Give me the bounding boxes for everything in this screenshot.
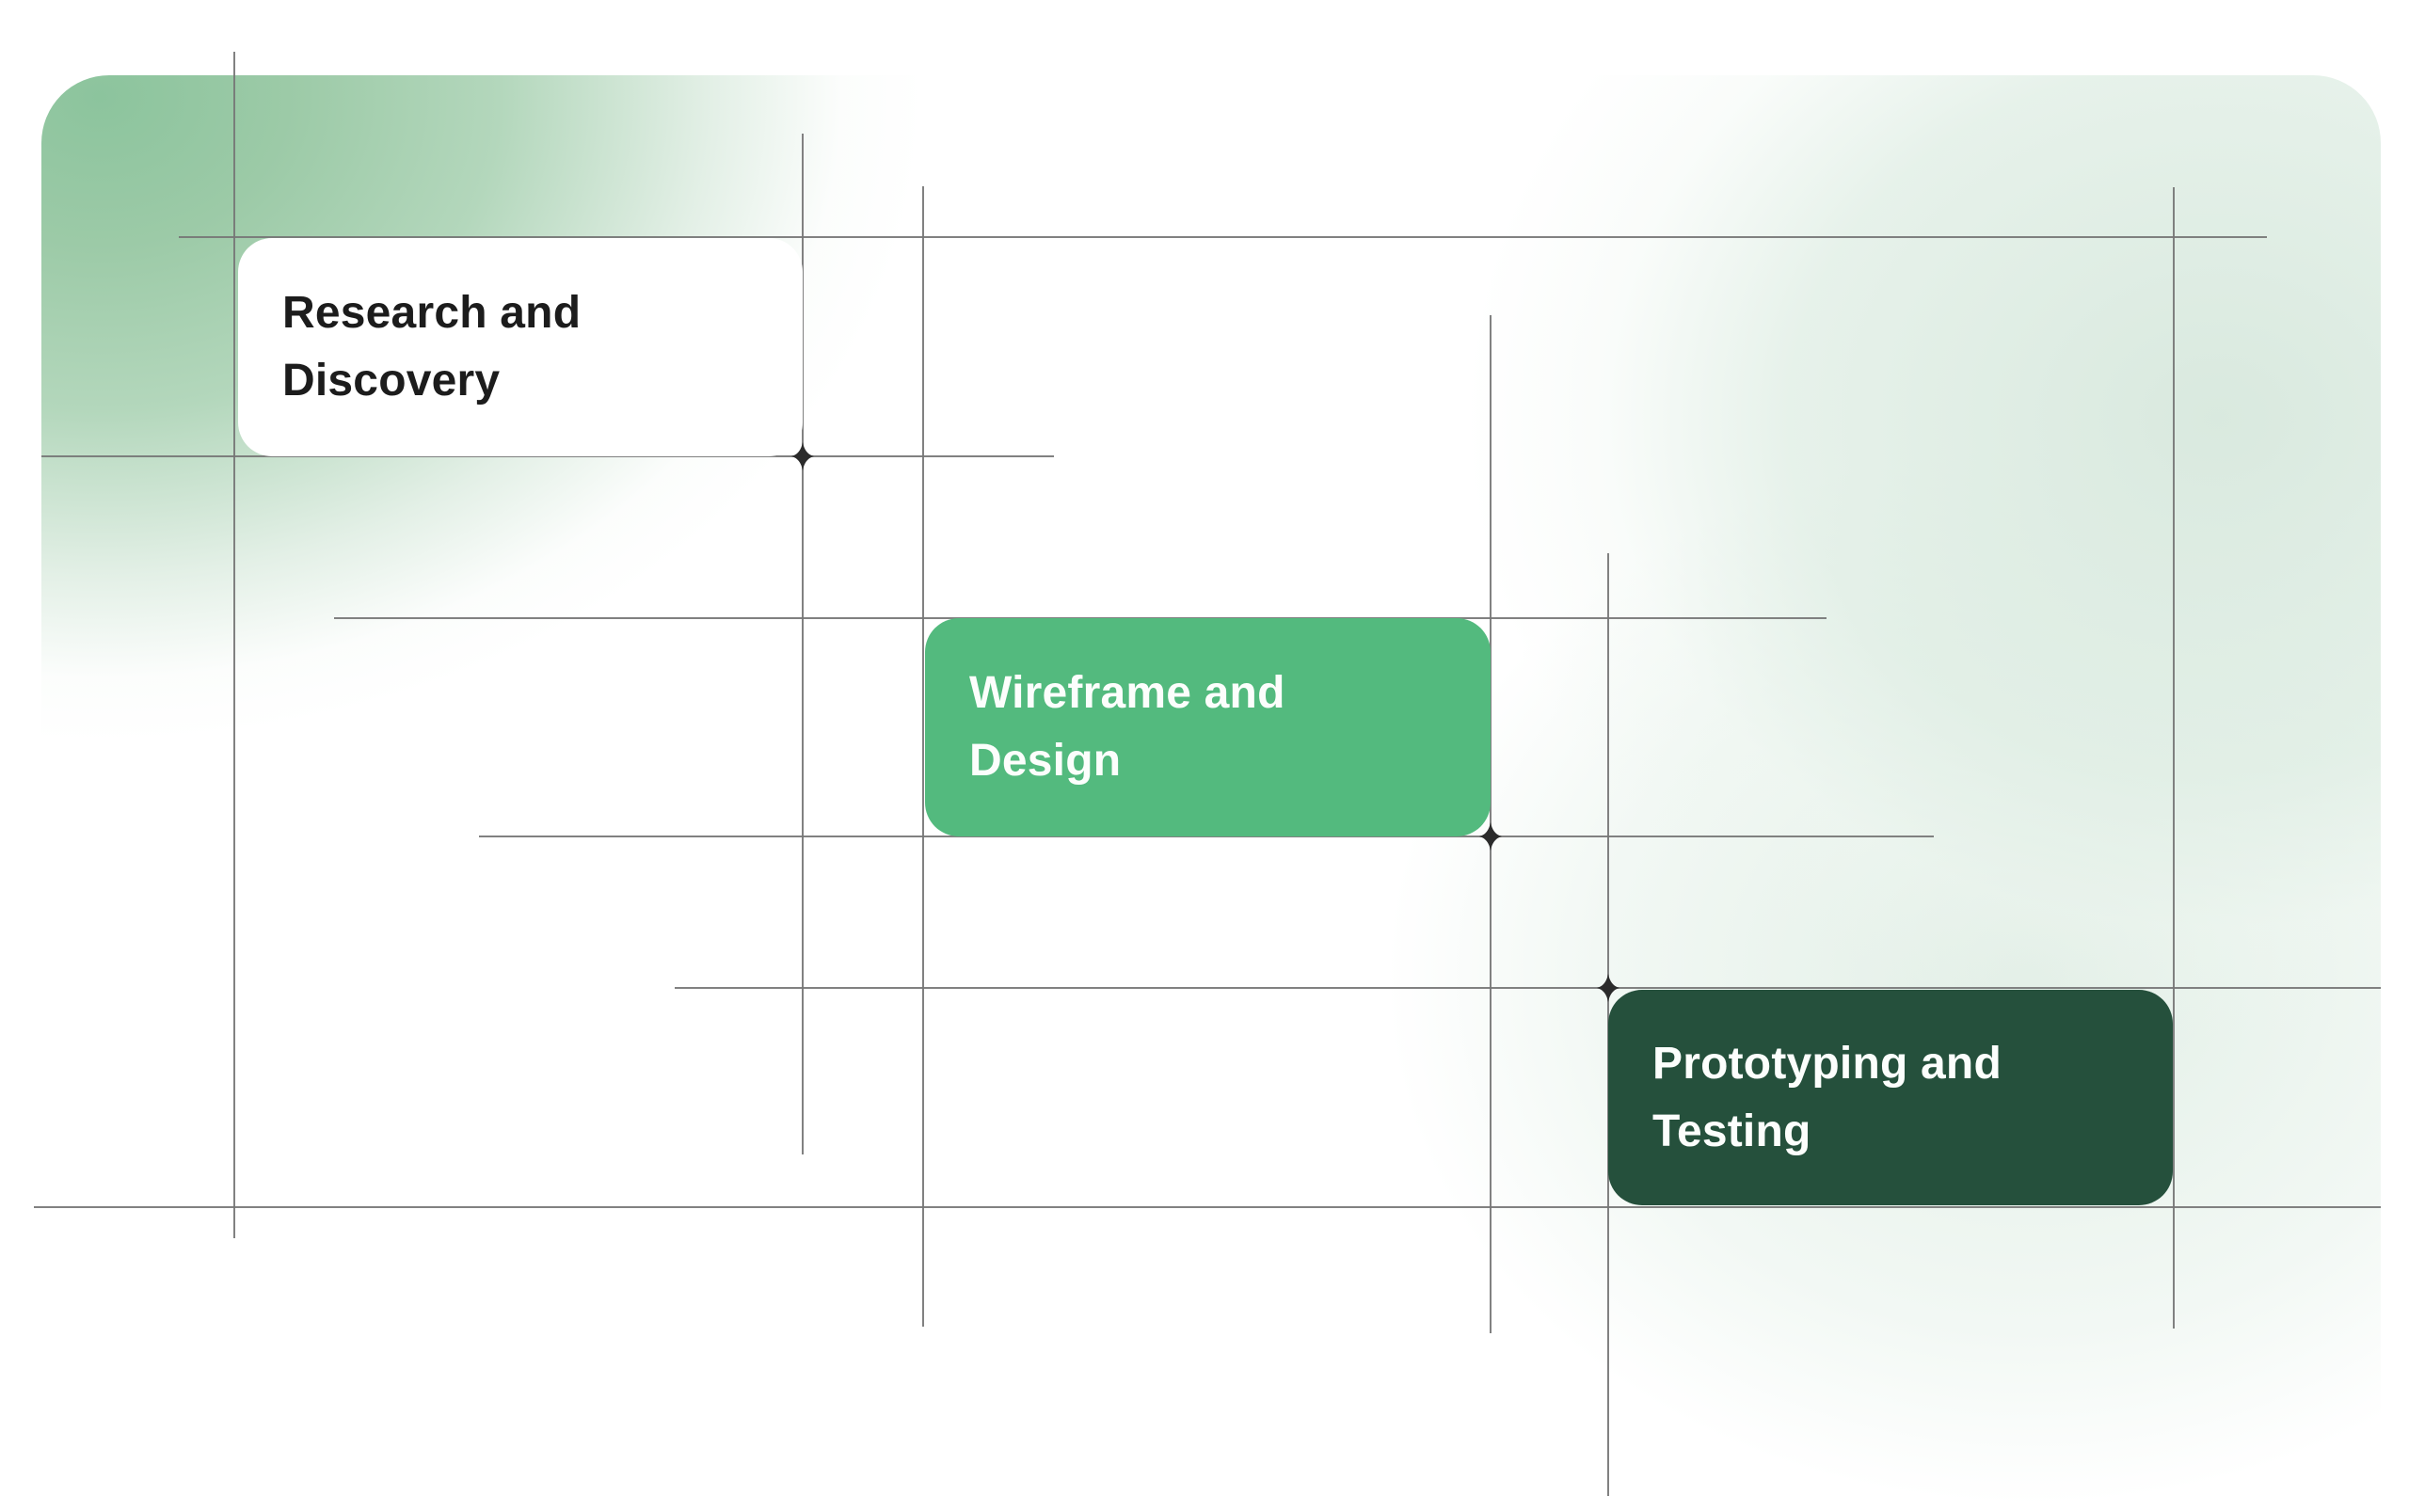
guide-line-horizontal-6 — [34, 1206, 2381, 1208]
process-step-label-line-1: Prototyping and — [1652, 1038, 2002, 1089]
diamond-marker-1 — [791, 442, 814, 470]
guide-line-horizontal-4 — [479, 836, 1934, 837]
process-step-label-line-1: Wireframe and — [969, 668, 1285, 718]
process-step-label-line-2: Testing — [1652, 1106, 1811, 1156]
process-step-label-line-1: Research and — [282, 288, 582, 338]
guide-line-vertical-3 — [922, 186, 924, 1327]
diamond-marker-2 — [1479, 822, 1502, 851]
process-step-label-line-2: Discovery — [282, 356, 501, 406]
guide-line-horizontal-1 — [179, 236, 2267, 238]
diamond-marker-3 — [1597, 974, 1619, 1002]
guide-line-horizontal-2 — [41, 455, 1054, 457]
guide-line-vertical-2 — [802, 134, 804, 1154]
guide-line-vertical-6 — [2173, 187, 2175, 1329]
guide-line-vertical-1 — [233, 52, 235, 1238]
guide-line-horizontal-5 — [675, 987, 2381, 989]
process-step-label-line-2: Design — [969, 736, 1122, 786]
